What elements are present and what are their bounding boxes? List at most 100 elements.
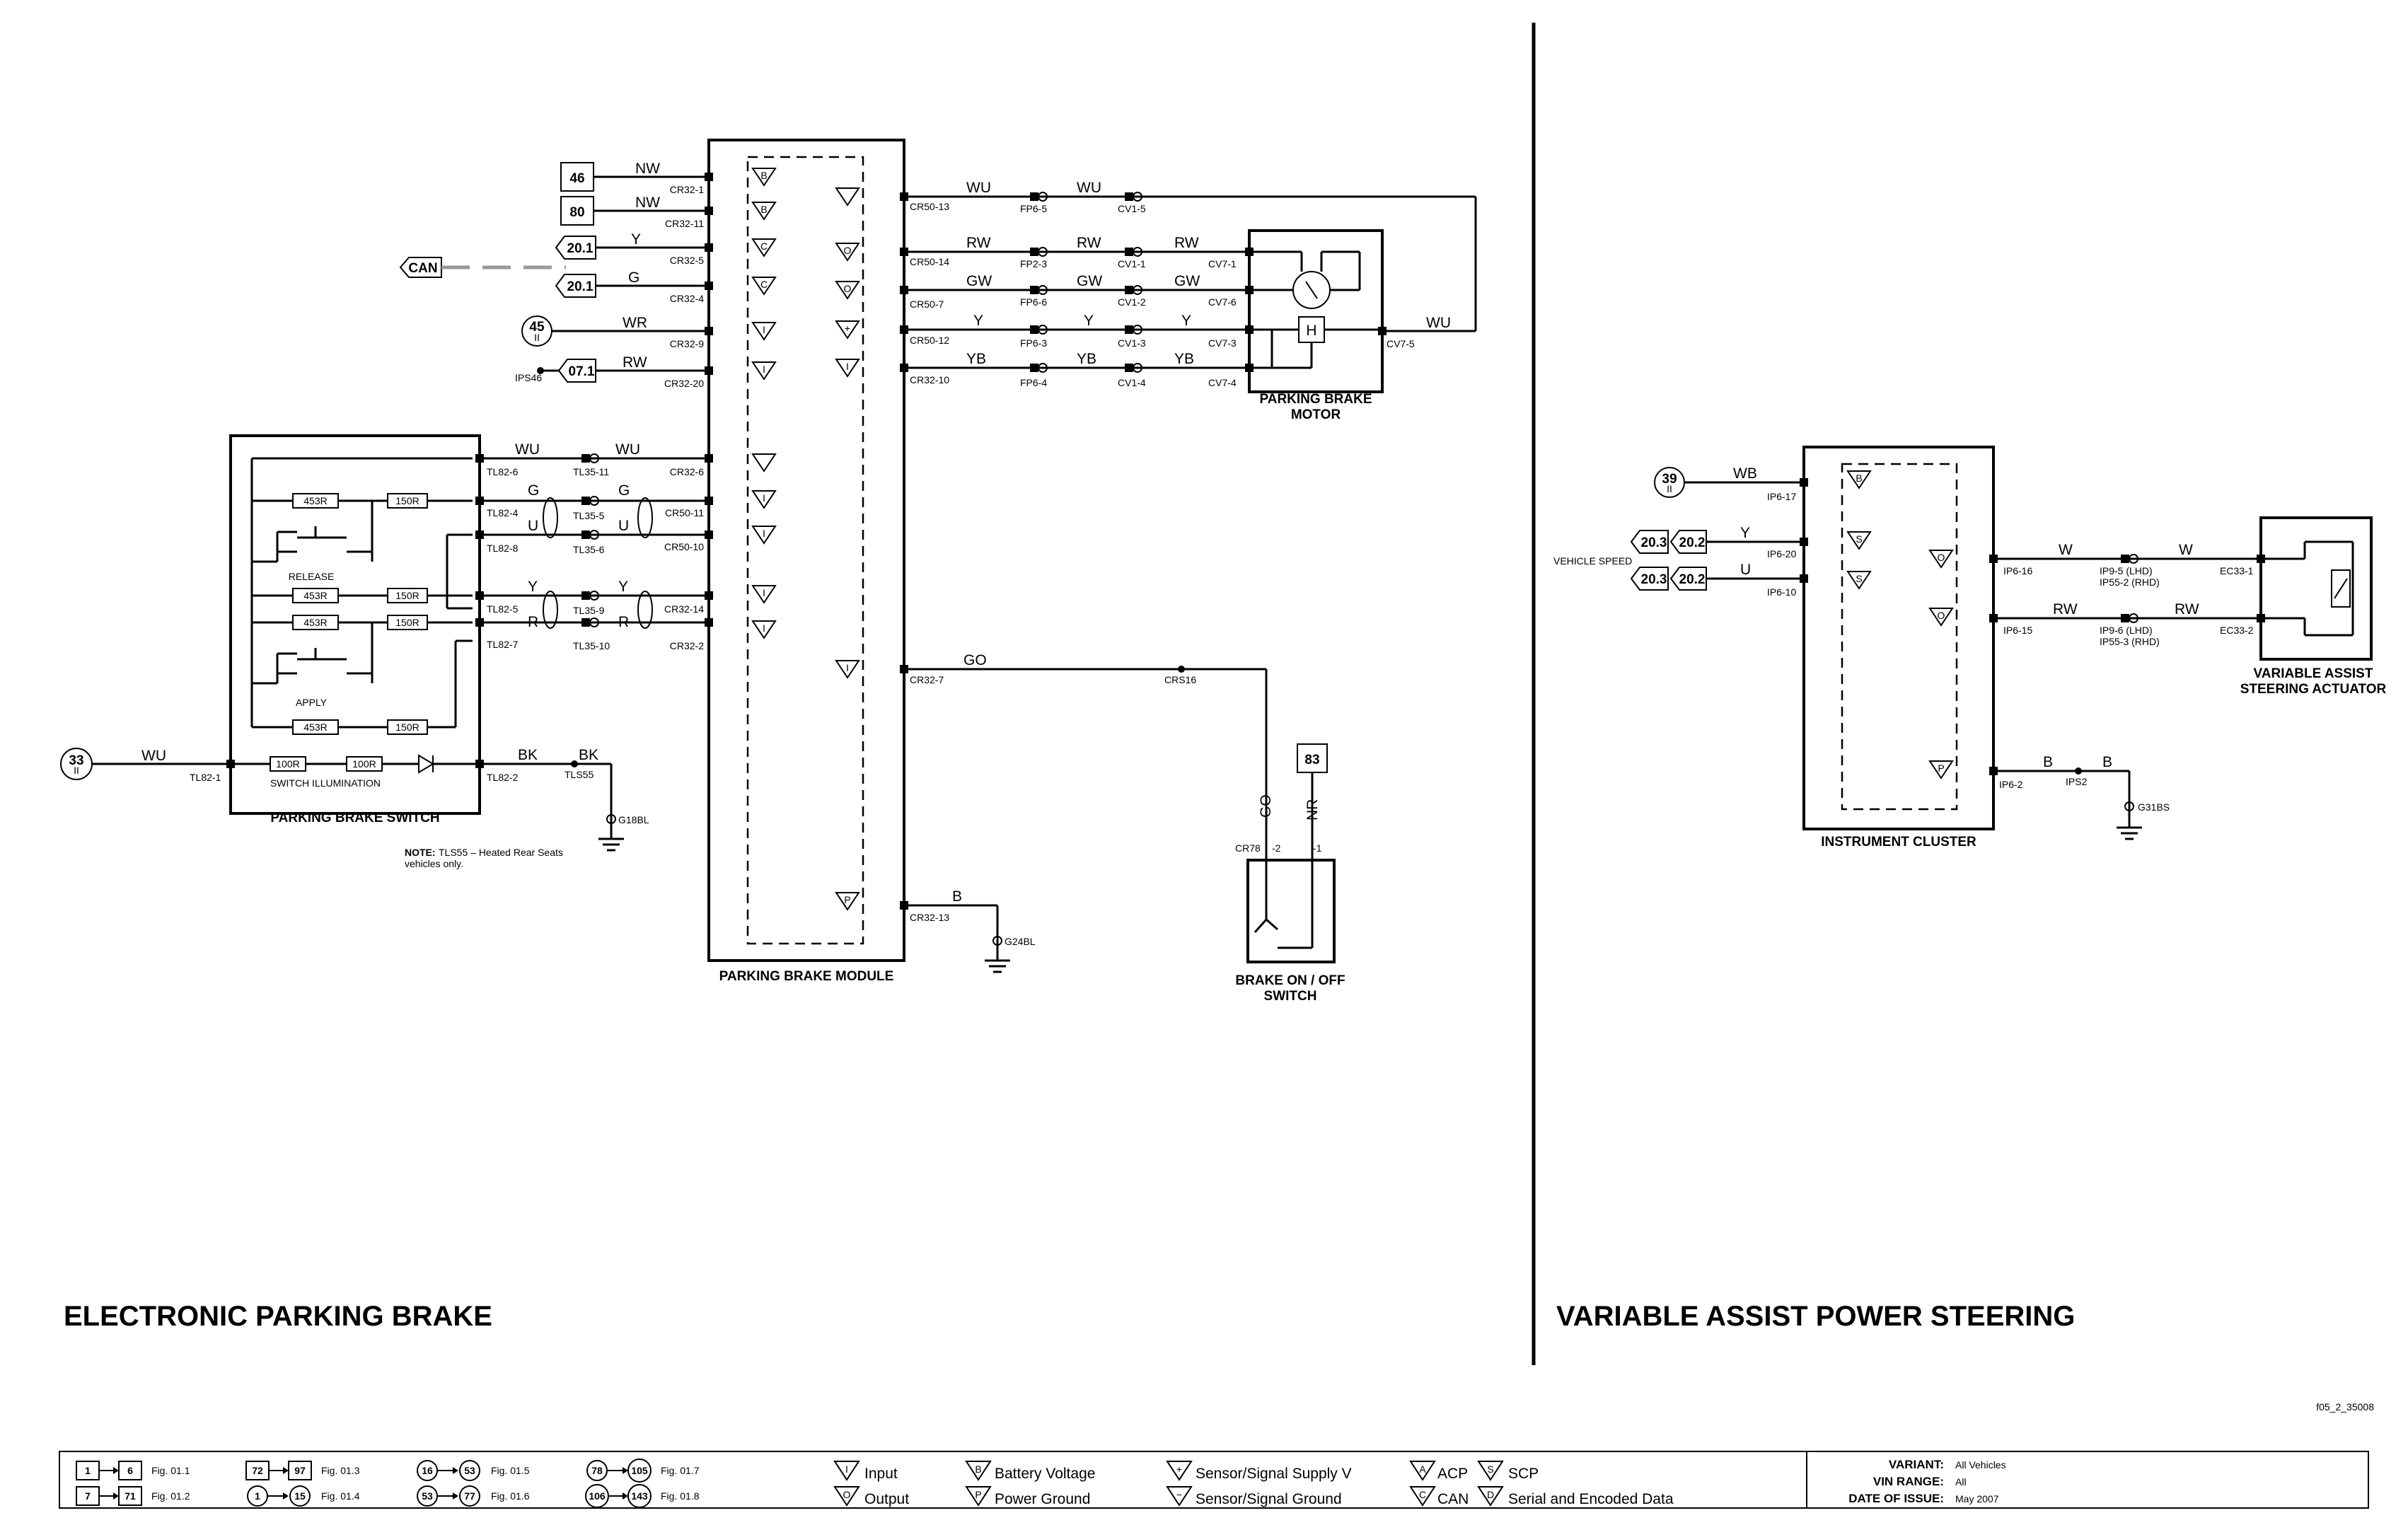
actuator-label-2: STEERING ACTUATOR — [2240, 682, 2387, 697]
conn-label: CV7-5 — [1387, 338, 1415, 349]
ref-20-2-a: 20.2 — [1679, 535, 1706, 550]
vehicle-speed-label: VEHICLE SPEED — [1553, 555, 1632, 567]
splice-label: CRS16 — [1164, 674, 1196, 685]
wire-color: NW — [635, 161, 660, 177]
fig-ref: 77 — [464, 1490, 475, 1502]
variant-info: VARIANT: All Vehicles VIN RANGE: All DAT… — [1848, 1458, 2005, 1505]
conn-label: CR50-10 — [664, 541, 704, 552]
ref-sub: II — [1667, 483, 1672, 494]
fig-ref: 72 — [252, 1465, 263, 1476]
svg-text:B: B — [1856, 472, 1862, 484]
wire-color: WU — [515, 441, 540, 458]
switch-label: PARKING BRAKE SWITCH — [270, 811, 439, 825]
wire-color: GO — [1258, 794, 1274, 818]
svg-text:I: I — [846, 662, 849, 673]
fig-ref: 7 — [85, 1490, 91, 1502]
svg-text:I: I — [763, 364, 765, 375]
splice-label: IPS46 — [515, 372, 542, 383]
release-label: RELEASE — [289, 571, 335, 582]
conn-label: IP55-3 (RHD) — [2100, 636, 2160, 647]
wire-color: WU — [615, 441, 640, 458]
ref-45: 45 — [529, 320, 545, 335]
svg-text:I: I — [763, 324, 765, 335]
conn-label: CR32-1 — [670, 184, 704, 195]
conn-label: IP9-5 (LHD) — [2100, 565, 2153, 576]
doc-id: f05_2_35008 — [2316, 1401, 2374, 1413]
fig-label: Fig. 01.2 — [151, 1490, 190, 1502]
legend-output: Output — [864, 1491, 909, 1507]
apply-label: APPLY — [296, 697, 328, 708]
fig-label: Fig. 01.1 — [151, 1465, 190, 1476]
fig-ref: 15 — [294, 1490, 306, 1502]
conn-label: CV7-3 — [1208, 337, 1237, 349]
conn-label: TL82-6 — [487, 466, 519, 477]
input-symbol: I — [845, 1463, 848, 1475]
wire-color: NW — [635, 195, 660, 211]
fig-ref: 78 — [591, 1465, 603, 1476]
conn-label: CV1-2 — [1118, 296, 1146, 308]
legend-power-ground: Power Ground — [995, 1491, 1090, 1507]
switch-note: NOTE: TLS55 – Heated Rear Seats vehicles… — [405, 847, 563, 869]
conn-label: IP6-10 — [1767, 586, 1796, 598]
acp-symbol: A — [1419, 1463, 1426, 1475]
legend-sensor-supply: Sensor/Signal Supply V — [1196, 1466, 1352, 1482]
wire-color: Y — [973, 313, 983, 329]
brake-switch-wiring: CR32-7 GO CRS16 GO 83 NR CR78 -2 -1 BRAK… — [900, 652, 1345, 1004]
fig-label: Fig. 01.8 — [661, 1490, 700, 1502]
fig-ref: 143 — [631, 1490, 648, 1502]
conn-label: CR32-9 — [670, 338, 704, 349]
power-ground-symbol: P — [975, 1489, 981, 1500]
wire-color: Y — [1084, 313, 1094, 329]
fig-ref: 105 — [631, 1465, 648, 1476]
wire-color: GW — [1077, 273, 1102, 289]
svg-text:B: B — [760, 204, 767, 215]
module-symbols: B B C C I I I I I I O O + I I P — [751, 168, 860, 911]
switch-illumination-label: SWITCH ILLUMINATION — [270, 777, 381, 789]
conn-label: TL82-5 — [487, 603, 519, 615]
wire-color: G — [528, 482, 539, 499]
conn-label: CR50-7 — [910, 298, 944, 310]
conn-label: IP55-2 (RHD) — [2100, 576, 2160, 588]
svg-text:I: I — [763, 622, 765, 634]
wire-color: G — [628, 269, 639, 286]
wire-color: NR — [1304, 799, 1321, 821]
splice-label: IPS2 — [2066, 776, 2088, 787]
instrument-cluster: INSTRUMENT CLUSTER B S S O O P — [1802, 446, 1995, 850]
wire-color: R — [618, 614, 629, 630]
ref-46: 46 — [569, 171, 584, 186]
conn-label: IP6-17 — [1767, 491, 1796, 502]
can-ref: CAN — [408, 261, 437, 276]
conn-label: CV1-3 — [1118, 337, 1146, 349]
ref-sub: II — [74, 765, 79, 776]
cluster-label: INSTRUMENT CLUSTER — [1821, 835, 1976, 850]
wire-color: W — [2059, 542, 2073, 558]
wire-color: WB — [1733, 465, 1757, 482]
legend-sensor-ground: Sensor/Signal Ground — [1196, 1491, 1342, 1507]
note-bold: NOTE: — [405, 847, 436, 858]
resistor-label: 100R — [276, 758, 299, 770]
resistor-label: 150R — [395, 495, 419, 506]
note-line-1: TLS55 – Heated Rear Seats — [439, 847, 563, 858]
conn-label: TL35-5 — [573, 510, 605, 521]
brake-switch-label-2: SWITCH — [1264, 989, 1317, 1004]
conn-label: FP6-3 — [1020, 337, 1047, 349]
conn-label: CR32-7 — [910, 674, 944, 685]
wire-color: WR — [623, 315, 647, 331]
wire-color: WU — [1426, 315, 1451, 331]
wire-color: Y — [618, 579, 628, 595]
conn-label: TL35-10 — [573, 640, 610, 651]
fig-ref: 97 — [294, 1465, 306, 1476]
conn-label: CR32-5 — [670, 255, 704, 266]
conn-label: -1 — [1313, 842, 1322, 854]
resistor-label: 150R — [395, 721, 419, 733]
conn-label: CR50-11 — [665, 507, 704, 518]
switch-ground: TL82-2 BK BK TLS55 G18BL — [484, 747, 649, 852]
conn-label: FP6-4 — [1020, 377, 1047, 388]
ground-label: G31BS — [2138, 801, 2170, 813]
module-right-wires: CR50-13 WU FP6-5 WU CV1-5 WU CV7-5 CR50-… — [900, 180, 1477, 388]
date-value: May 2007 — [1955, 1493, 1999, 1504]
legend-serial: Serial and Encoded Data — [1508, 1491, 1674, 1507]
fig-ref: 53 — [464, 1465, 475, 1476]
serial-symbol: D — [1487, 1489, 1494, 1500]
